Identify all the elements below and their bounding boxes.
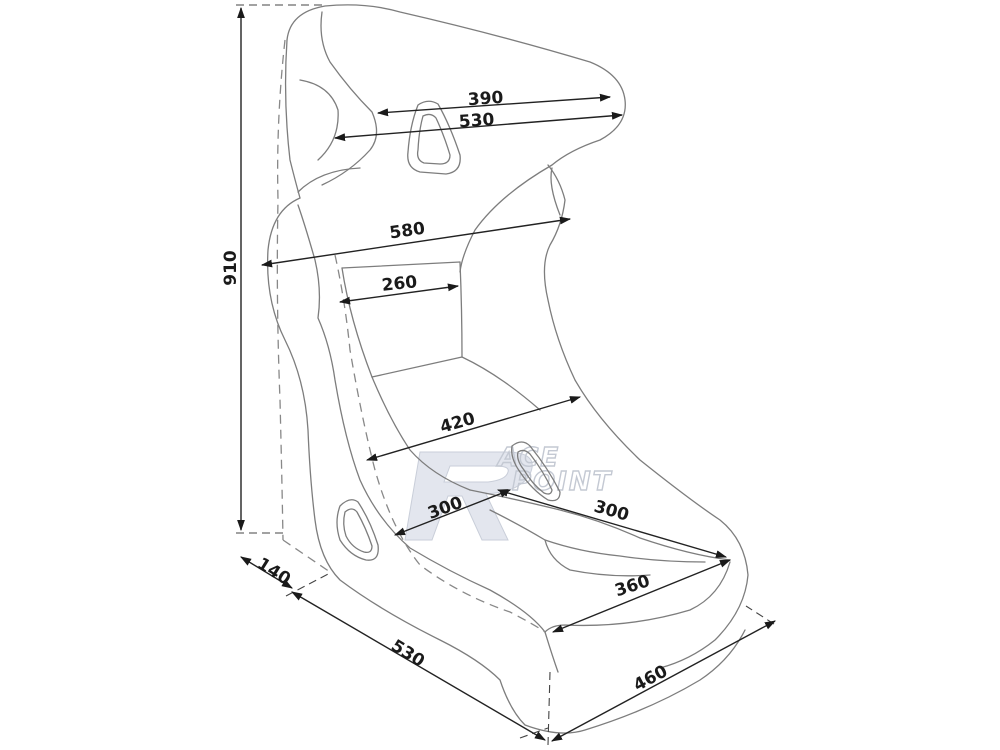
dimension-line-390 (376, 93, 612, 117)
dimension-line-260 (338, 283, 460, 305)
dim-label-530-depth: 530 (387, 636, 428, 672)
dim-label-390: 390 (467, 88, 504, 110)
dimension-line-300-depth (393, 489, 512, 536)
dimension-lines (237, 6, 776, 742)
dim-label-260: 260 (381, 272, 419, 296)
dimension-line-300-side (496, 489, 728, 558)
seat-outline (266, 4, 749, 734)
dimension-line-420 (365, 396, 582, 461)
dimension-line-530-head (333, 111, 624, 142)
dimension-labels: 390 530 580 260 420 300 300 360 910 140 … (221, 88, 671, 696)
extension-lines (236, 4, 775, 746)
dimension-line-530-depth (291, 591, 546, 741)
dim-label-530-head: 530 (458, 110, 495, 132)
dimension-line-140 (240, 556, 293, 589)
dim-label-910: 910 (221, 250, 241, 286)
dim-label-140: 140 (253, 554, 294, 590)
dimension-line-580 (260, 216, 572, 268)
watermark-logo: ACE POINT (404, 442, 611, 541)
dim-label-580: 580 (388, 219, 426, 244)
dimension-line-360 (551, 559, 732, 633)
dimension-line-460 (551, 620, 776, 742)
dim-label-420: 420 (438, 409, 478, 438)
